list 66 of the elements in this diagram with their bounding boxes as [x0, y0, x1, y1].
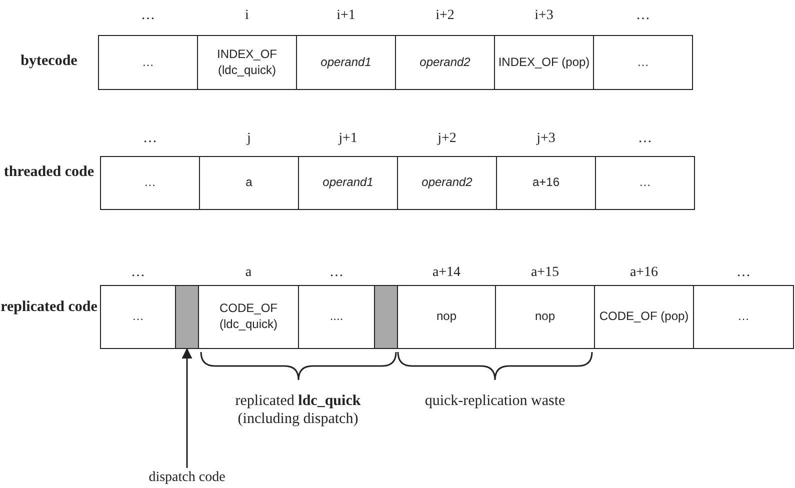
cell-text: nop [534, 309, 556, 325]
row-label: bytecode [20, 52, 78, 70]
memory-cell [296, 35, 396, 90]
memory-cell [100, 285, 176, 349]
address-label: … [130, 265, 146, 281]
row-label: threaded code [2, 163, 96, 181]
brace-label: replicated ldc_quick (including dispatch) [234, 392, 362, 428]
address-label: … [142, 131, 158, 147]
cell-text: INDEX_OF (pop) [497, 54, 591, 70]
memory-cell [593, 35, 693, 90]
cell-text: CODE_OF (ldc_quick) [218, 301, 279, 333]
dispatch-bar [175, 285, 199, 349]
memory-cell [298, 285, 375, 349]
memory-cell [198, 285, 299, 349]
address-label: j+2 [436, 131, 458, 147]
memory-cell [496, 156, 596, 210]
address-label: … [140, 8, 156, 24]
address-label: a+15 [530, 265, 560, 281]
address-label: i+1 [336, 8, 356, 24]
row-label: replicated code [0, 298, 98, 316]
address-label: i+3 [534, 8, 554, 24]
address-label: a [244, 265, 253, 281]
address-label: a+16 [628, 265, 660, 281]
cell-text: … [636, 54, 650, 70]
memory-cell [397, 285, 496, 349]
cell-text: operand2 [418, 54, 472, 70]
brace-label: quick-replication waste [424, 392, 566, 410]
memory-cell [397, 156, 497, 210]
cell-text: operand1 [320, 54, 372, 70]
arrow [182, 348, 192, 468]
dispatch-bar [374, 285, 398, 349]
cell-text: a [244, 175, 254, 191]
memory-cell [693, 285, 794, 349]
address-label: j+1 [337, 131, 358, 147]
address-label: j+3 [535, 131, 556, 147]
cell-text: CODE_OF (pop) [598, 309, 690, 325]
cell-text: … [638, 175, 652, 191]
memory-cell [98, 35, 198, 90]
cell-text: … [143, 175, 157, 191]
memory-cell [495, 285, 595, 349]
memory-cell [494, 35, 594, 90]
memory-cell [298, 156, 398, 210]
cell-text: … [736, 309, 750, 325]
address-label: a+14 [431, 265, 462, 281]
annotation-text: dispatch code [148, 468, 226, 487]
memory-cell [594, 285, 694, 349]
memory-cell [100, 156, 200, 210]
cell-text: INDEX_OF (ldc_quick) [216, 46, 278, 78]
address-label: … [635, 8, 651, 24]
address-label: j [246, 131, 252, 147]
address-label: … [637, 131, 653, 147]
cell-text: … [141, 54, 155, 70]
address-label: … [328, 265, 344, 281]
cell-text: operand2 [420, 175, 474, 191]
memory-cell [199, 156, 299, 210]
address-label: i+2 [434, 8, 456, 24]
cell-text: … [131, 309, 145, 325]
memory-cell [197, 35, 297, 90]
cell-text: operand1 [322, 175, 374, 191]
address-label: … [736, 265, 752, 281]
memory-cell [395, 35, 495, 90]
memory-cell [595, 156, 695, 210]
cell-text: a+16 [531, 175, 561, 191]
cell-text: nop [435, 309, 458, 325]
cell-text: .... [328, 309, 344, 325]
address-label: i [244, 8, 250, 24]
